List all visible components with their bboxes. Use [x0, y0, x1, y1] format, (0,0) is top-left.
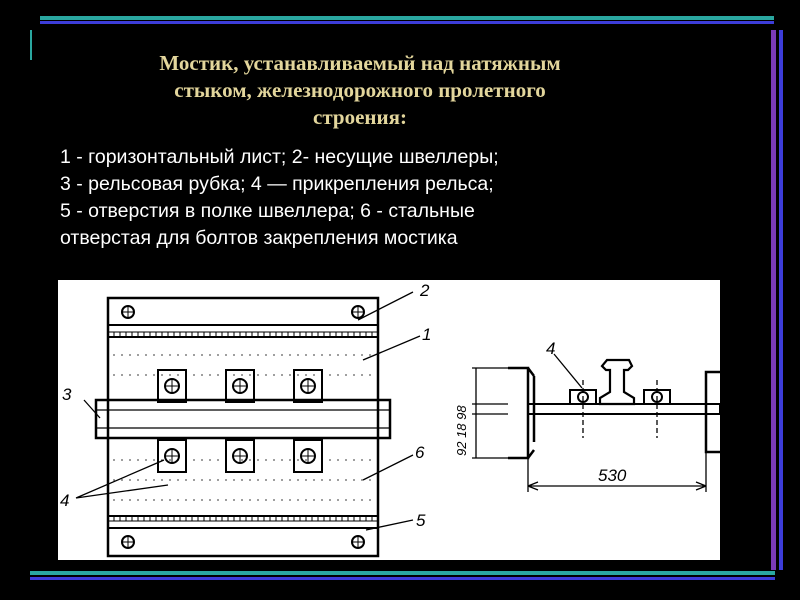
legend-line: 1 - горизонтальный лист; 2- несущие швел…: [60, 146, 499, 168]
frame-right-blue: [779, 30, 783, 570]
hatching-top: [113, 332, 373, 337]
callout-4-section: 4: [546, 339, 555, 358]
channel-section: [704, 370, 720, 454]
legend-line: отверстая для болтов закрепления мостика: [60, 227, 458, 249]
legend-line: 3 - рельсовая рубка; 4 — прикрепления ре…: [60, 173, 494, 195]
channel-outline: [106, 296, 380, 558]
callout-5: 5: [416, 511, 426, 530]
title-line: стыком, железнодорожного пролетного: [174, 78, 546, 102]
corner-hole: [121, 305, 135, 319]
frame-bottom-blue: [30, 577, 775, 580]
rail-fastening: [157, 439, 187, 473]
hatching-bottom: [113, 516, 373, 521]
dimension-heights: 92 18 98: [454, 405, 469, 456]
leader-line: [83, 399, 101, 419]
rail-fastening: [293, 439, 323, 473]
rail-profile: [598, 358, 636, 406]
callout-6: 6: [415, 443, 425, 462]
horizontal-sheet: [527, 403, 720, 415]
rail-fastening: [293, 369, 323, 403]
corner-hole: [351, 535, 365, 549]
callout-4: 4: [60, 491, 69, 510]
title-line: Мостик, устанавливаемый над натяжным: [159, 51, 561, 75]
frame-bottom-teal: [30, 571, 775, 575]
dimension-530: 530: [598, 466, 627, 485]
rail-fastening: [157, 369, 187, 403]
leader-line: [75, 459, 169, 499]
leader-line: [362, 335, 421, 361]
technical-drawing: 2 1 3 6 4 5: [58, 280, 720, 560]
leader-line: [553, 353, 583, 389]
legend-text: 1 - горизонтальный лист; 2- несущие швел…: [60, 144, 680, 252]
frame-top-teal: [40, 16, 774, 20]
legend-line: 5 - отверстия в полке швеллера; 6 - стал…: [60, 200, 475, 222]
section-view: [472, 353, 720, 492]
dimension-line: [472, 367, 508, 459]
frame-top-blue: [40, 21, 774, 24]
rail-band: [94, 398, 392, 440]
leader-line: [365, 519, 414, 531]
fastening-bolt: [643, 380, 671, 438]
rail-fastening: [225, 439, 255, 473]
callout-1: 1: [422, 325, 431, 344]
leader-line: [357, 291, 414, 321]
leader-line: [362, 454, 414, 481]
corner-hole: [351, 305, 365, 319]
rail-fastening: [225, 369, 255, 403]
dimension-line: [527, 452, 707, 492]
plan-view: [75, 291, 421, 558]
callout-2: 2: [419, 281, 430, 300]
callout-3: 3: [62, 385, 72, 404]
slide-title: Мостик, устанавливаемый над натяжным сты…: [60, 50, 660, 131]
fastening-bolt: [569, 380, 597, 438]
title-line: строения:: [313, 105, 407, 129]
frame-left-teal: [30, 30, 32, 60]
corner-hole: [121, 535, 135, 549]
frame-right-purple: [771, 30, 776, 570]
